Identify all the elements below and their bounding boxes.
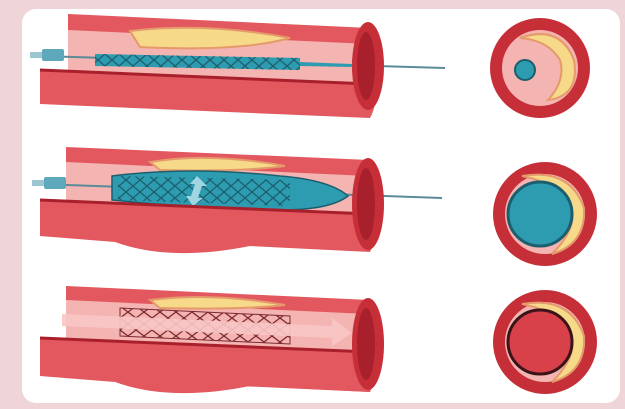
catheter-hub — [44, 177, 66, 189]
cross-section-balloon — [508, 182, 572, 246]
cross-section-1 — [490, 18, 590, 118]
cross-section-stent — [508, 310, 572, 374]
vessel-stage-1 — [30, 14, 445, 118]
catheter-hub — [42, 49, 64, 61]
vessel-stage-2 — [32, 147, 442, 253]
cross-section-2 — [493, 162, 597, 266]
cross-section-3 — [493, 290, 597, 394]
cross-section-catheter — [515, 60, 535, 80]
vessel-stage-3 — [40, 286, 384, 393]
